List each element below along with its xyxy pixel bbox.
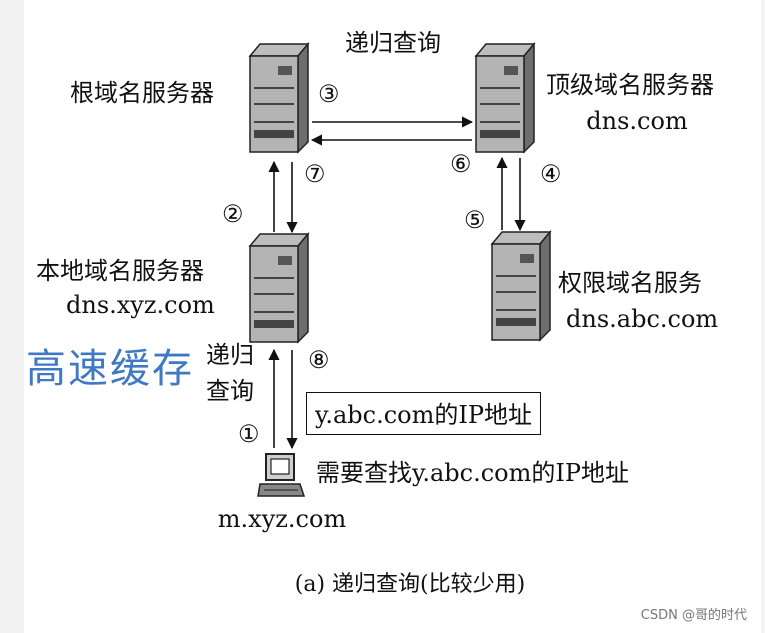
recursive-left-label-1: 递归: [206, 341, 254, 369]
local-server-label: 本地域名服务器: [36, 257, 204, 285]
auth-server-icon: [490, 230, 552, 342]
left-frame-edge: [0, 0, 24, 633]
tld-domain-label: dns.com: [586, 107, 688, 135]
step-2-label: ②: [222, 200, 244, 228]
local-server-icon: [248, 232, 310, 344]
step-8-label: ⑧: [308, 346, 330, 374]
answer-box: y.abc.com的IP地址: [306, 392, 542, 435]
diagram-caption: (a) 递归查询(比较少用): [294, 572, 526, 597]
tld-server-icon: [474, 42, 536, 154]
step-7-label: ⑦: [304, 160, 326, 188]
auth-domain-label: dns.abc.com: [566, 305, 719, 333]
root-server-label: 根域名服务器: [70, 79, 214, 107]
step-6-label: ⑥: [450, 150, 472, 178]
step-5-label: ⑤: [464, 206, 486, 234]
host-computer-icon: [257, 453, 306, 497]
tld-server-label: 顶级域名服务器: [546, 71, 714, 99]
recursive-query-top-label: 递归查询: [345, 29, 441, 57]
host-label: m.xyz.com: [217, 505, 347, 533]
step-3-label: ③: [318, 80, 340, 108]
step-4-label: ④: [540, 160, 562, 188]
auth-server-label: 权限域名服务: [558, 269, 702, 297]
step-1-label: ①: [238, 420, 260, 448]
need-lookup-label: 需要查找y.abc.com的IP地址: [316, 459, 630, 487]
right-frame-edge: [761, 0, 765, 633]
cache-note: 高速缓存: [26, 346, 194, 392]
watermark: CSDN @哥的时代: [640, 608, 747, 623]
local-domain-label: dns.xyz.com: [66, 291, 215, 319]
recursive-left-label-2: 查询: [206, 377, 254, 405]
root-server-icon: [248, 42, 310, 154]
